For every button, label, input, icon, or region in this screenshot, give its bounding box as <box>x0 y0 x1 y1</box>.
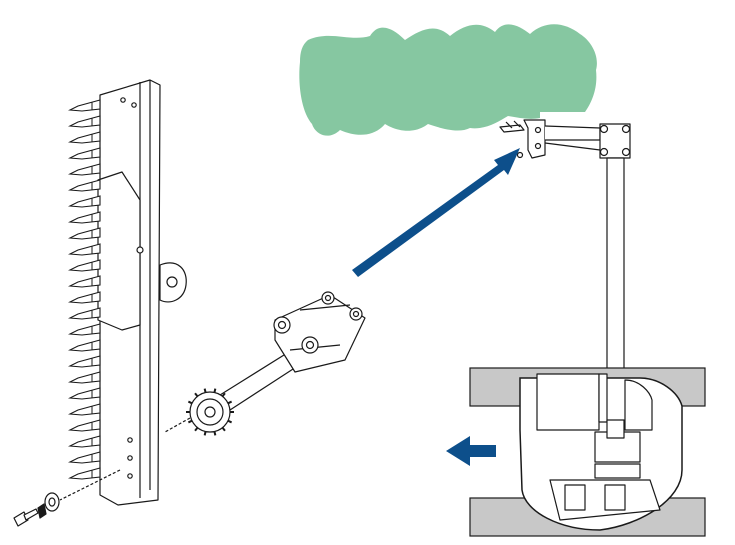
cutter-tooth <box>67 163 101 176</box>
sprocket-tooth <box>227 419 233 424</box>
cutter-tooth <box>67 275 101 288</box>
cutter-tooth <box>67 403 101 416</box>
cutter-tooth <box>67 323 101 336</box>
cutter-tooth <box>67 307 101 320</box>
sprocket <box>186 388 234 436</box>
cutter-teeth <box>67 99 101 480</box>
cutter-tooth <box>67 147 101 160</box>
sprocket-tooth <box>221 392 226 397</box>
cutter-tooth <box>67 179 101 192</box>
cutter-tooth <box>67 371 101 384</box>
cutter-tooth <box>67 211 101 224</box>
detail-arrow <box>352 148 520 277</box>
cutter-tooth <box>67 243 101 256</box>
cutter-tooth <box>67 115 101 128</box>
sprocket-tooth <box>203 388 207 393</box>
sprocket-tooth <box>213 431 217 436</box>
drive-shaft-assembly <box>59 291 366 501</box>
boom-arm <box>499 119 631 429</box>
cutter-tooth <box>67 387 101 400</box>
travel-direction-arrow <box>446 436 496 466</box>
sprocket-tooth <box>187 400 193 405</box>
fasteners <box>13 492 60 527</box>
sprocket-tooth <box>194 427 199 432</box>
cutter-bar <box>67 79 187 506</box>
cutter-tooth <box>67 419 101 432</box>
vehicle-top-view <box>469 367 706 537</box>
sprocket-tooth <box>221 427 226 432</box>
cutter-tooth <box>67 339 101 352</box>
cutter-tooth <box>67 227 101 240</box>
cutter-tooth <box>67 131 101 144</box>
hedge-foliage <box>299 24 597 136</box>
cutter-tooth <box>67 291 101 304</box>
sprocket-tooth <box>227 400 233 405</box>
sprocket-tooth <box>194 392 199 397</box>
cutter-tooth <box>67 435 101 448</box>
sprocket-tooth <box>213 388 217 393</box>
cutter-tooth <box>67 451 101 464</box>
cutter-tooth <box>67 195 101 208</box>
sprocket-tooth <box>187 419 193 424</box>
cutter-tooth <box>67 99 101 112</box>
sprocket-tooth <box>203 431 207 436</box>
cutter-tooth <box>67 259 101 272</box>
cutter-tooth <box>67 355 101 368</box>
cutter-tooth <box>67 467 101 480</box>
